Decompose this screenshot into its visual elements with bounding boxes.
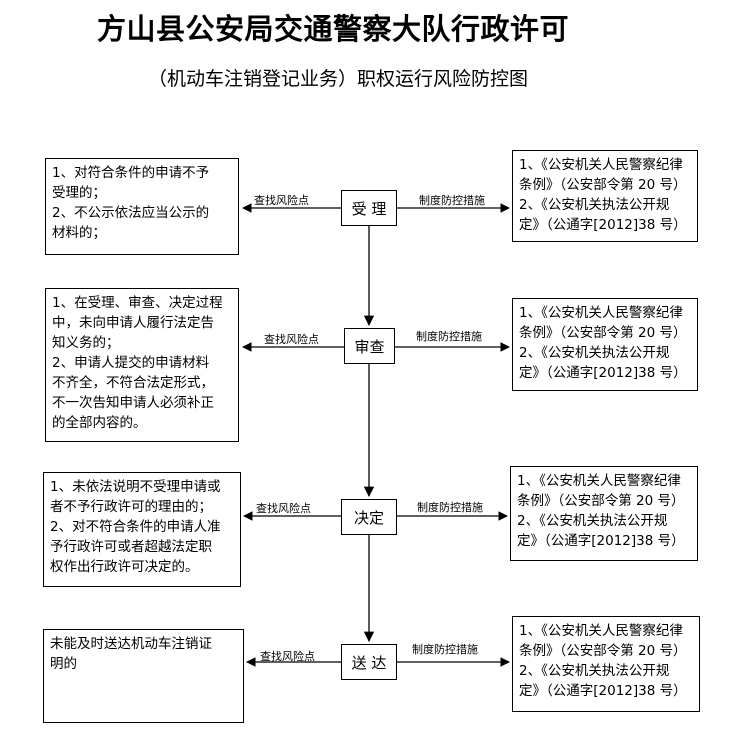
measure-line: 条例》（公安部令第 20 号）	[517, 493, 685, 509]
risk-box-decide: 1、未依法说明不受理申请或 者不予行政许可的理由的； 2、对不符合条件的申请人准…	[43, 472, 241, 587]
risk-line: 受理的；	[52, 185, 106, 201]
measure-line: 1、《公安机关人民警察纪律	[519, 623, 683, 639]
measure-line: 条例》（公安部令第 20 号）	[519, 325, 687, 341]
stage-box-deliver: 送 达	[341, 644, 397, 680]
risk-line: 不齐全，不符合法定形式，	[52, 375, 214, 391]
stage-label: 送 达	[351, 653, 387, 672]
risk-line: 2、不公示依法应当公示的	[52, 205, 210, 221]
risk-line: 未能及时送达机动车注销证	[50, 636, 212, 652]
risk-line: 予行政许可或者超越法定职	[50, 539, 212, 555]
measure-line: 2、《公安机关执法公开规	[519, 345, 670, 361]
risk-label: 查找风险点	[254, 194, 309, 207]
risk-line: 2、申请人提交的申请材料	[52, 355, 210, 371]
page-title: 方山县公安局交通警察大队行政许可	[96, 12, 569, 46]
risk-line: 1、对符合条件的申请不予	[52, 165, 210, 181]
risk-line: 知义务的；	[52, 335, 120, 351]
risk-label: 查找风险点	[260, 650, 315, 663]
measure-line: 1、《公安机关人民警察纪律	[519, 157, 683, 173]
stage-label: 受 理	[351, 199, 387, 218]
measure-line: 1、《公安机关人民警察纪律	[517, 473, 681, 489]
risk-line: 明的	[50, 656, 77, 672]
measure-label: 制度防控措施	[416, 330, 482, 343]
risk-line: 者不予行政许可的理由的；	[50, 499, 212, 515]
stage-box-review: 审查	[344, 328, 395, 364]
risk-line: 的全部内容的。	[52, 415, 147, 431]
stage-label: 决定	[353, 508, 384, 527]
measure-line: 条例》（公安部令第 20 号）	[519, 643, 687, 659]
risk-line: 1、未依法说明不受理申请或	[50, 479, 221, 495]
measure-label: 制度防控措施	[412, 643, 478, 656]
stage-label: 审查	[354, 337, 385, 356]
stage-box-decide: 决定	[341, 499, 397, 535]
risk-line: 中，未向申请人履行法定告	[52, 315, 214, 331]
measure-box-review: 1、《公安机关人民警察纪律 条例》（公安部令第 20 号） 2、《公安机关执法公…	[512, 298, 698, 391]
measure-line: 条例》（公安部令第 20 号）	[519, 177, 687, 193]
measure-line: 定》（公通字[2012]38 号）	[519, 217, 687, 233]
measure-box-deliver: 1、《公安机关人民警察纪律 条例》（公安部令第 20 号） 2、《公安机关执法公…	[512, 616, 700, 712]
risk-box-deliver: 未能及时送达机动车注销证 明的	[43, 629, 244, 723]
risk-line: 1、在受理、审查、决定过程	[52, 295, 223, 311]
risk-line: 2、对不符合条件的申请人准	[50, 519, 221, 535]
measure-line: 1、《公安机关人民警察纪律	[519, 305, 683, 321]
measure-line: 定》（公通字[2012]38 号）	[519, 365, 687, 381]
page-subtitle: （机动车注销登记业务）职权运行风险防控图	[147, 68, 528, 90]
measure-box-accept: 1、《公安机关人民警察纪律 条例》（公安部令第 20 号） 2、《公安机关执法公…	[512, 150, 698, 242]
measure-line: 2、《公安机关执法公开规	[519, 197, 670, 213]
risk-line: 材料的；	[52, 225, 106, 241]
measure-box-decide: 1、《公安机关人民警察纪律 条例》（公安部令第 20 号） 2、《公安机关执法公…	[510, 466, 698, 561]
risk-label: 查找风险点	[256, 502, 311, 515]
stage-box-accept: 受 理	[341, 190, 397, 226]
risk-box-accept: 1、对符合条件的申请不予 受理的； 2、不公示依法应当公示的 材料的；	[45, 158, 239, 255]
risk-label: 查找风险点	[264, 333, 319, 346]
measure-line: 定》（公通字[2012]38 号）	[519, 683, 687, 699]
measure-label: 制度防控措施	[417, 501, 483, 514]
measure-line: 2、《公安机关执法公开规	[517, 513, 668, 529]
risk-box-review: 1、在受理、审查、决定过程 中，未向申请人履行法定告 知义务的； 2、申请人提交…	[45, 288, 239, 442]
risk-line: 权作出行政许可决定的。	[50, 559, 199, 575]
measure-label: 制度防控措施	[419, 194, 485, 207]
risk-line: 不一次告知申请人必须补正	[52, 395, 214, 411]
measure-line: 2、《公安机关执法公开规	[519, 663, 670, 679]
measure-line: 定》（公通字[2012]38 号）	[517, 533, 685, 549]
